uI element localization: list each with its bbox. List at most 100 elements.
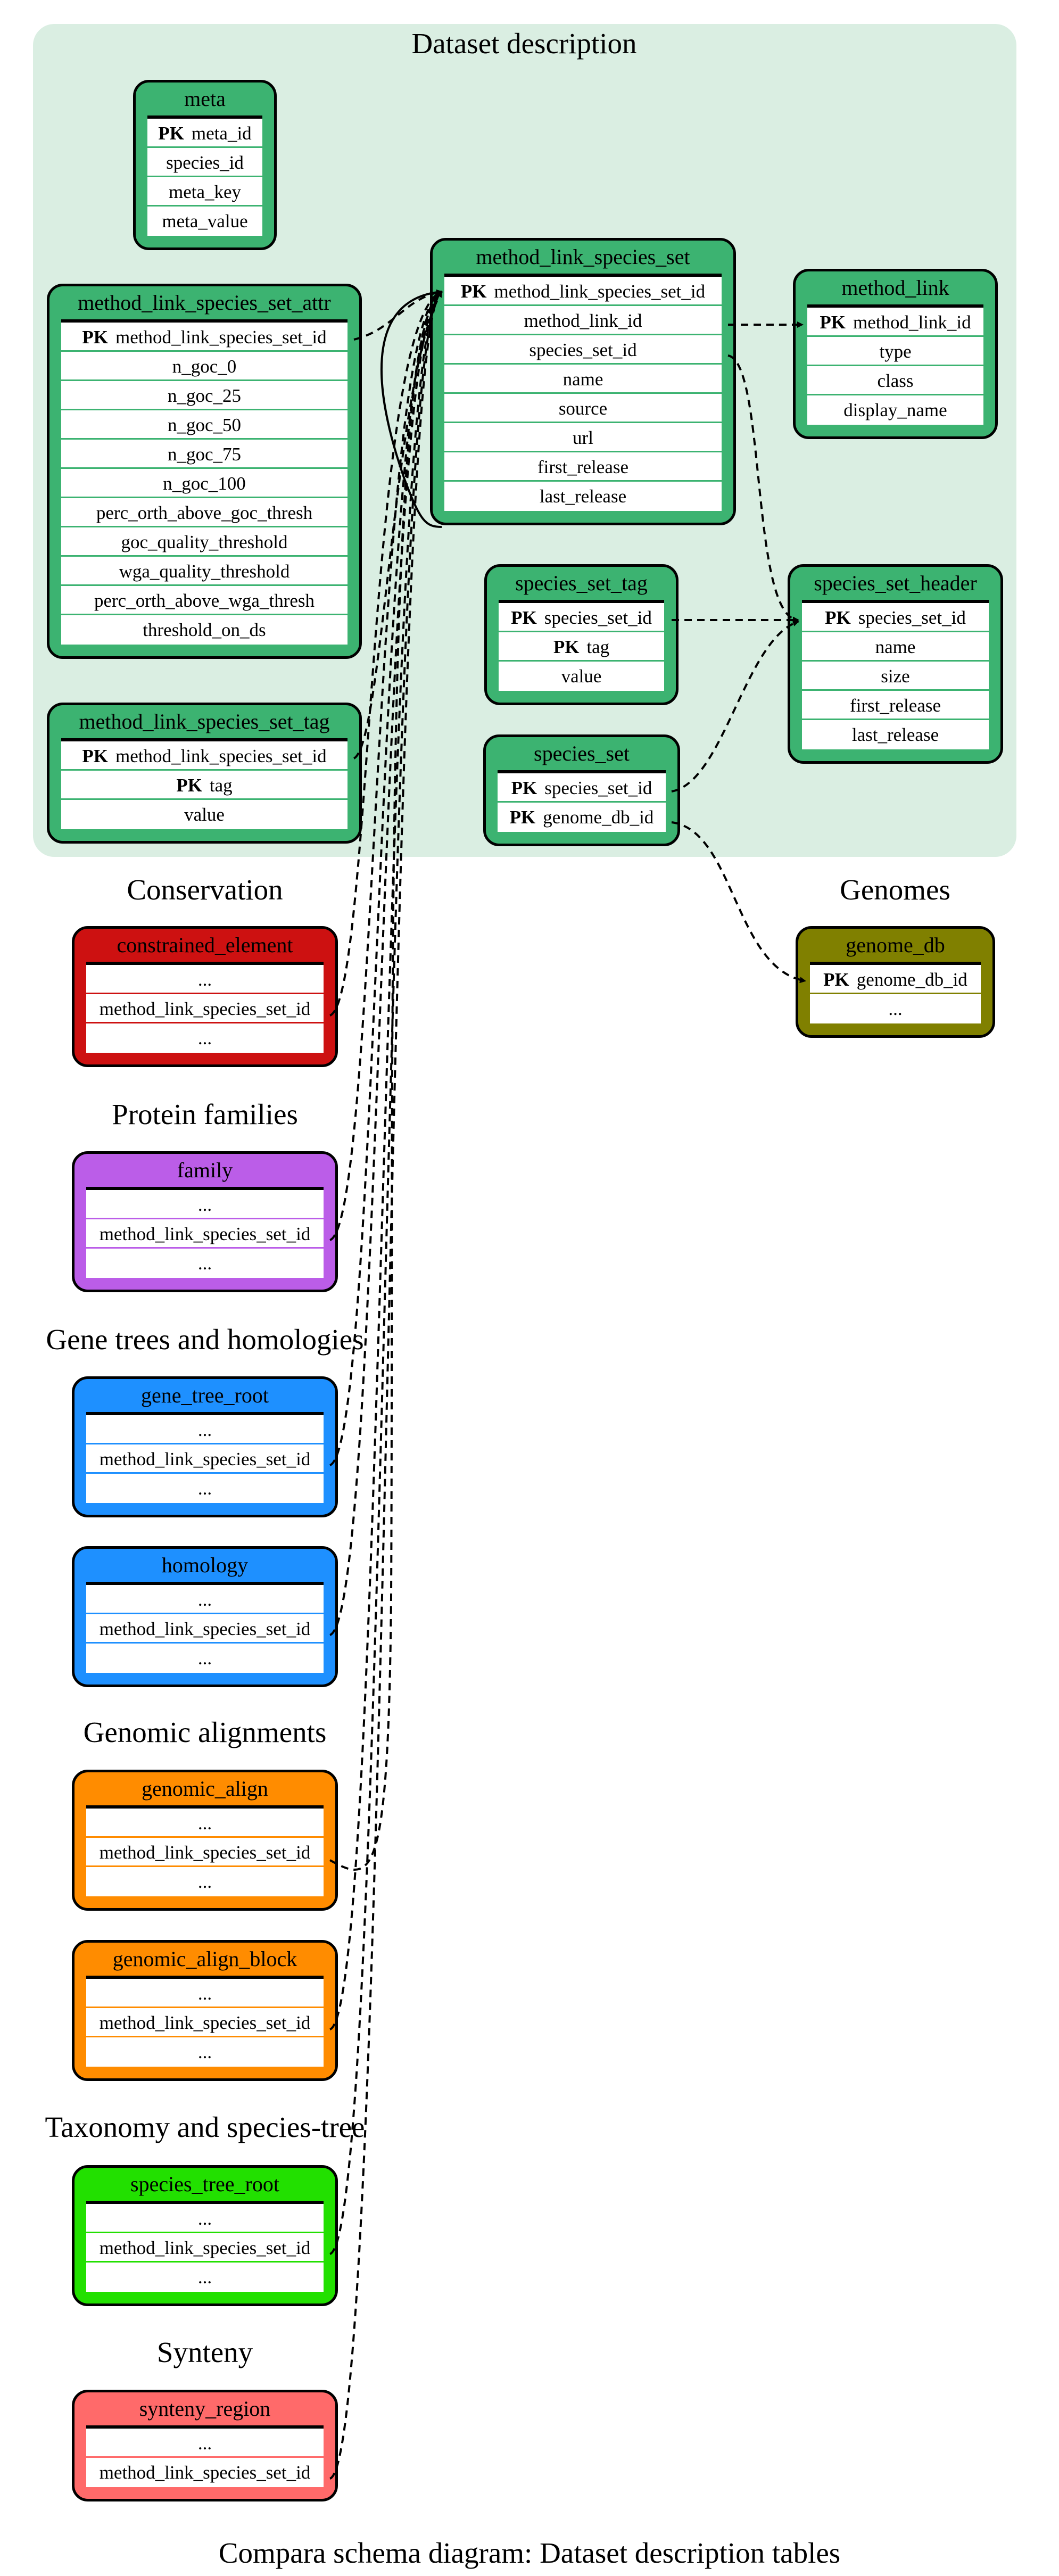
table-row[interactable]: ... [86, 2263, 324, 2292]
table-species-tree-root[interactable]: species_tree_root...method_link_species_… [72, 2165, 338, 2306]
table-row[interactable]: ... [86, 1979, 324, 2008]
table-row[interactable]: n_goc_25 [61, 381, 348, 410]
table-row[interactable]: meta_key [147, 177, 262, 207]
table-row[interactable]: perc_orth_above_goc_thresh [61, 498, 348, 527]
table-row[interactable]: ... [86, 1474, 324, 1503]
table-row[interactable]: ... [86, 965, 324, 994]
table-row[interactable]: first_release [802, 691, 989, 720]
table-row[interactable]: ... [86, 1249, 324, 1278]
table-name: genomic_align [142, 1777, 268, 1801]
table-row[interactable]: ... [86, 1809, 324, 1838]
table-rows: ... method_link_species_set_id... [86, 1412, 324, 1503]
table-row[interactable]: url [444, 423, 722, 452]
primary-key-badge: PK [158, 123, 184, 144]
table-row[interactable]: n_goc_100 [61, 469, 348, 498]
table-row[interactable]: source [444, 394, 722, 423]
table-row[interactable]: ... [86, 1867, 324, 1896]
table-row[interactable]: ... [86, 1585, 324, 1614]
table-row[interactable]: method_link_species_set_id [86, 1838, 324, 1867]
table-row[interactable]: method_link_id [444, 306, 722, 335]
table-name: method_link_species_set_attr [78, 291, 331, 315]
table-row[interactable]: method_link_species_set_id [86, 2233, 324, 2263]
edge-species-set-to-header [671, 620, 799, 792]
table-genomic-align[interactable]: genomic_align...method_link_species_set_… [72, 1770, 338, 1911]
table-synteny-region[interactable]: synteny_region...method_link_species_set… [72, 2390, 338, 2501]
table-row[interactable]: value [61, 800, 348, 829]
table-row[interactable]: threshold_on_ds [61, 615, 348, 645]
field-name: method_link_species_set_id [99, 1449, 311, 1469]
table-row[interactable]: method_link_species_set_id [86, 994, 324, 1023]
edge-constrained-element-to-mlss [329, 291, 442, 1017]
table-row[interactable]: method_link_species_set_id [86, 1614, 324, 1644]
table-row[interactable]: method_link_species_set_id [86, 2008, 324, 2037]
field-name: method_link_species_set_id [99, 1619, 311, 1639]
table-name: method_link [841, 276, 949, 300]
table-row[interactable]: last_release [444, 482, 722, 511]
table-row[interactable]: goc_quality_threshold [61, 527, 348, 557]
table-row[interactable]: wga_quality_threshold [61, 557, 348, 586]
table-rows: ...method_link_species_set_id... [86, 1187, 324, 1278]
table-row[interactable]: ... [86, 1644, 324, 1673]
field-name: url [573, 427, 593, 448]
primary-key-badge: PK [82, 746, 108, 766]
table-row[interactable]: n_goc_0 [61, 352, 348, 381]
table-row[interactable]: meta_value [147, 207, 262, 236]
table-row[interactable]: name [802, 632, 989, 662]
table-row[interactable]: method_link_species_set_id [86, 2458, 324, 2487]
table-row[interactable]: ... [86, 2037, 324, 2067]
table-row[interactable]: first_release [444, 452, 722, 482]
table-row[interactable]: ... [86, 1415, 324, 1444]
table-constrained-element[interactable]: constrained_element...method_link_specie… [72, 926, 338, 1067]
edge-gene-tree-root-to-mlss [329, 291, 442, 1466]
group-label-protein-families: Protein families [112, 1098, 298, 1130]
table-row[interactable]: size [802, 662, 989, 691]
table-row[interactable]: species_set_id [444, 335, 722, 365]
table-rows: ...method_link_species_set_id... [86, 962, 324, 1053]
table-row[interactable]: n_goc_75 [61, 440, 348, 469]
table-row[interactable]: ... [810, 994, 981, 1023]
table-row[interactable]: value [499, 662, 664, 691]
table-row[interactable]: last_release [802, 720, 989, 749]
primary-key-badge: PK [820, 312, 846, 333]
table-row[interactable]: method_link_species_set_id [86, 1444, 324, 1474]
table-row[interactable]: species_id [147, 148, 262, 177]
table-row[interactable]: class [807, 366, 983, 395]
table-row[interactable]: method_link_species_set_id [86, 1219, 324, 1249]
table-row[interactable]: ... [86, 2204, 324, 2233]
table-row[interactable]: name [444, 365, 722, 394]
table-row[interactable]: display_name [807, 395, 983, 425]
table-row[interactable]: perc_orth_above_wga_thresh [61, 586, 348, 615]
table-homology[interactable]: homology...method_link_species_set_id... [72, 1546, 338, 1687]
table-family[interactable]: family...method_link_species_set_id... [72, 1151, 338, 1292]
table-gene-tree-root[interactable]: gene_tree_root...method_link_species_set… [72, 1376, 338, 1517]
table-row[interactable]: ... [86, 1190, 324, 1219]
table-row[interactable]: ... [86, 1023, 324, 1053]
table-row[interactable]: n_goc_50 [61, 410, 348, 440]
table-row[interactable]: ... [86, 2429, 324, 2458]
table-row[interactable]: type [807, 337, 983, 366]
table-genomic-align-block[interactable]: genomic_align_block...method_link_specie… [72, 1940, 338, 2081]
